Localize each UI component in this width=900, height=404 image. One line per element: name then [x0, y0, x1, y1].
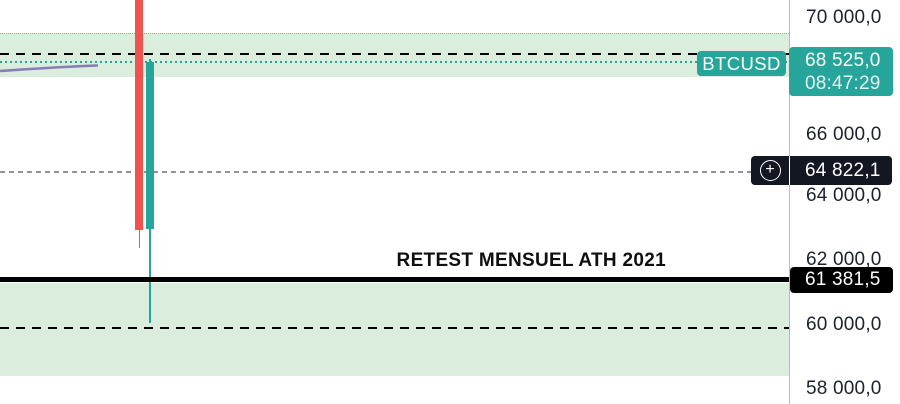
dashed-level-lower[interactable] [0, 327, 789, 329]
symbol-price-pill: BTCUSD [697, 51, 786, 76]
plus-icon: + [759, 160, 781, 181]
axis-tick: 66 000,0 [806, 124, 882, 145]
axis-tick: 64 000,0 [806, 185, 882, 206]
crosshair-hline [0, 171, 789, 173]
add-alert-button[interactable]: + [751, 156, 790, 185]
green-zone-upper[interactable] [0, 33, 789, 77]
axis-tick: 58 000,0 [806, 378, 882, 399]
axis-tick: 62 000,0 [806, 249, 882, 270]
candle-down-wick [138, 229, 141, 248]
ma-line [0, 60, 112, 76]
last-price-value: 68 525,0 [805, 49, 881, 71]
symbol-pill-label: BTCUSD [702, 52, 781, 74]
dashed-level-upper[interactable] [0, 53, 789, 55]
retest-annotation[interactable]: RETEST MENSUEL ATH 2021 [396, 250, 666, 271]
axis-tick: 60 000,0 [806, 314, 882, 335]
chart-pane[interactable]: RETEST MENSUEL ATH 2021 BTCUSD [0, 0, 789, 404]
candle-up-body [145, 62, 154, 229]
current-price-line [0, 61, 789, 63]
bar-countdown: 08:47:29 [805, 72, 881, 94]
axis-tick: 70 000,0 [806, 7, 882, 28]
green-zone-lower[interactable] [0, 283, 789, 376]
level-price-value: 61 381,5 [805, 269, 881, 290]
level-price-label: 61 381,5 [790, 267, 893, 293]
crosshair-price-label: + 64 822,1 [751, 156, 892, 185]
crosshair-price-value: 64 822,1 [805, 159, 881, 181]
ath-level-line[interactable] [0, 277, 789, 282]
candle-down-body [135, 0, 143, 230]
last-price-label: 68 525,0 08:47:29 [789, 47, 893, 96]
